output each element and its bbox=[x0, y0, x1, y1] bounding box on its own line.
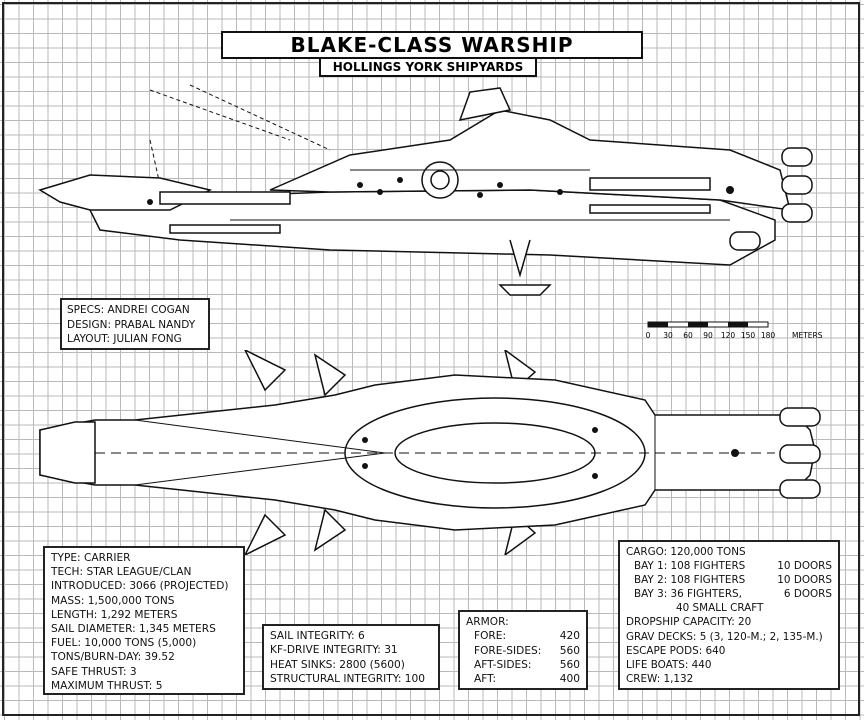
cargo-crew: CREW: 1,132 bbox=[626, 672, 694, 685]
armor-box: ARMOR: FORE:420 FORE-SIDES:560 AFT-SIDES… bbox=[458, 610, 588, 690]
scale-tick-label: 150 bbox=[741, 331, 756, 340]
stat-safe-thrust: SAFE THRUST: 3 bbox=[51, 665, 137, 678]
cargo-lifeboats: LIFE BOATS: 440 bbox=[626, 658, 712, 671]
ship-top-view bbox=[39, 350, 821, 555]
credits-box: SPECS: ANDREI COGAN DESIGN: PRABAL NANDY… bbox=[60, 298, 210, 350]
stat-mass: MASS: 1,500,000 TONS bbox=[51, 594, 175, 607]
cargo-total: CARGO: 120,000 TONS bbox=[626, 546, 746, 558]
stat-fuel: FUEL: 10,000 TONS (5,000) bbox=[51, 637, 197, 650]
stat-introduced: INTRODUCED: 3066 (PROJECTED) bbox=[51, 580, 229, 593]
scale-tick-label: 90 bbox=[703, 331, 713, 340]
stat-tech: TECH: STAR LEAGUE/CLAN bbox=[51, 566, 192, 579]
stat-maximum-thrust: MAXIMUM THRUST: 5 bbox=[51, 679, 163, 692]
armor-heading: ARMOR: bbox=[466, 616, 509, 628]
integrity-structural: STRUCTURAL INTEGRITY: 100 bbox=[270, 672, 425, 685]
cargo-escape: ESCAPE PODS: 640 bbox=[626, 644, 726, 657]
credit-design: DESIGN: PRABAL NANDY bbox=[67, 318, 196, 331]
integrity-heat-sinks: HEAT SINKS: 2800 (5600) bbox=[270, 658, 405, 671]
stat-type: TYPE: CARRIER bbox=[51, 552, 131, 564]
stat-length: LENGTH: 1,292 METERS bbox=[51, 608, 178, 621]
armor-row: AFT-SIDES:560 bbox=[474, 658, 580, 671]
scale-tick-label: 30 bbox=[663, 331, 673, 340]
scale-bar: 0 30 60 90 120 150 180 METERS bbox=[646, 321, 823, 340]
credit-specs: SPECS: ANDREI COGAN bbox=[67, 304, 190, 316]
integrity-sail: SAIL INTEGRITY: 6 bbox=[270, 630, 365, 642]
integrity-box: SAIL INTEGRITY: 6 KF-DRIVE INTEGRITY: 31… bbox=[262, 624, 440, 690]
cargo-bay3-extra: 40 SMALL CRAFT bbox=[676, 602, 764, 615]
cargo-dropship: DROPSHIP CAPACITY: 20 bbox=[626, 616, 752, 629]
armor-row: AFT:400 bbox=[474, 673, 580, 686]
stat-tons-burn-day: TONS/BURN-DAY: 39.52 bbox=[51, 651, 175, 664]
scale-unit-label: METERS bbox=[792, 331, 823, 340]
scale-tick-label: 120 bbox=[721, 331, 736, 340]
scale-tick-label: 60 bbox=[683, 331, 693, 340]
page-subtitle: HOLLINGS YORK SHIPYARDS bbox=[319, 57, 537, 77]
credit-layout: LAYOUT: JULIAN FONG bbox=[67, 333, 182, 345]
cargo-grav: GRAV DECKS: 5 (3, 120-M.; 2, 135-M.) bbox=[626, 630, 823, 643]
scale-tick-label: 0 bbox=[646, 331, 651, 340]
stats-box: TYPE: CARRIER TECH: STAR LEAGUE/CLAN INT… bbox=[43, 546, 245, 695]
cargo-bay-row: BAY 3: 36 FIGHTERS,6 DOORS bbox=[634, 588, 832, 601]
armor-row: FORE-SIDES:560 bbox=[474, 644, 580, 657]
page-title: BLAKE-CLASS WARSHIP bbox=[221, 31, 643, 59]
scale-tick-label: 180 bbox=[761, 331, 776, 340]
armor-row: FORE:420 bbox=[474, 630, 580, 643]
integrity-kf-drive: KF-DRIVE INTEGRITY: 31 bbox=[270, 644, 398, 657]
ship-side-view bbox=[38, 84, 813, 296]
stat-sail-diameter: SAIL DIAMETER: 1,345 METERS bbox=[51, 623, 216, 636]
